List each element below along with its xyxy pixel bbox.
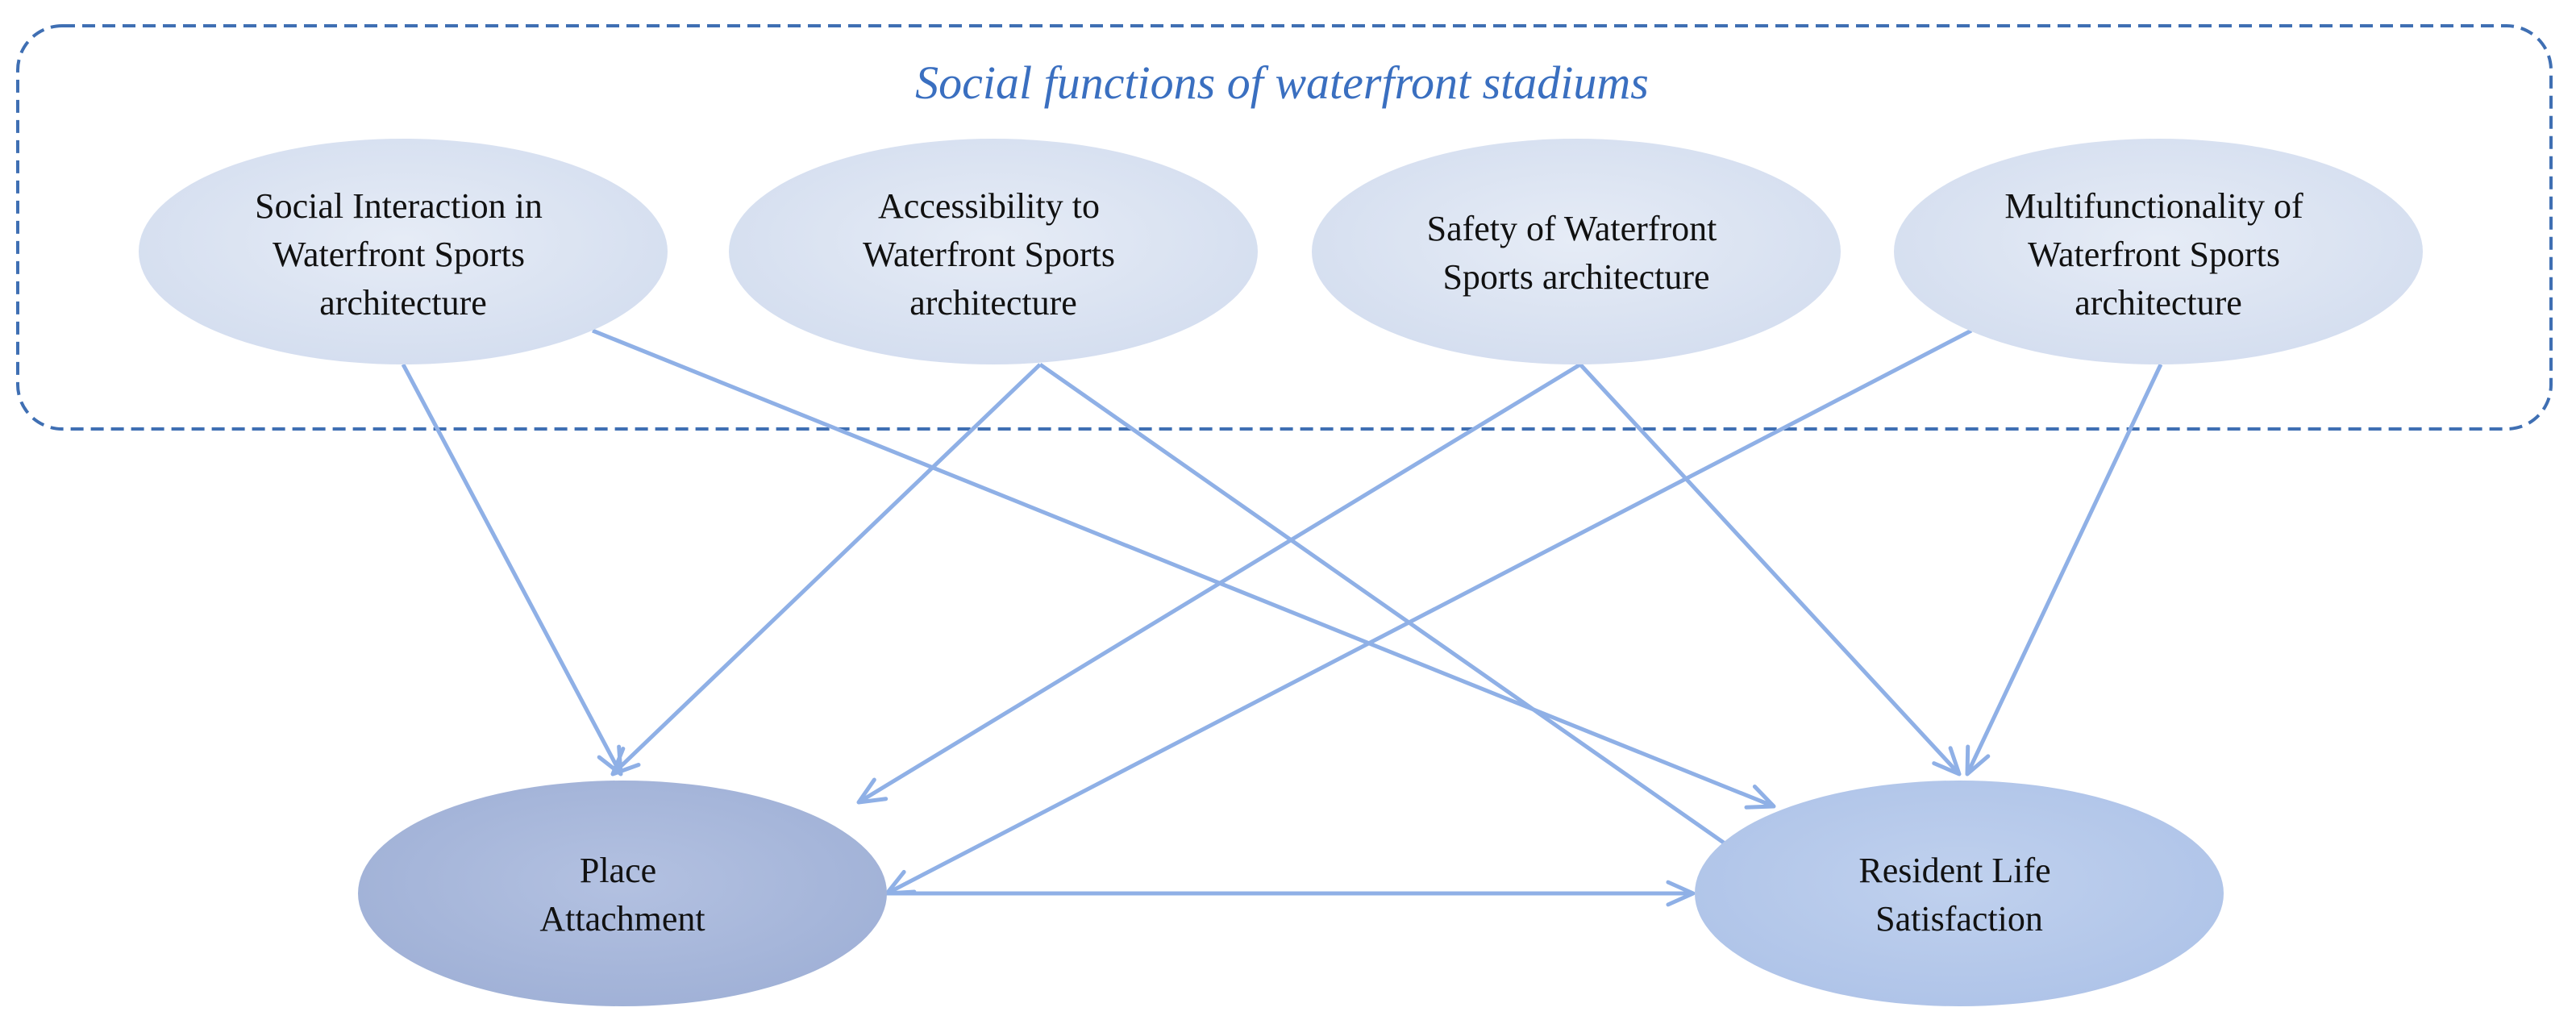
node-place-attachment-line-1: Place xyxy=(580,851,656,890)
node-multifunctionality: Multifunctionality of Waterfront Sports … xyxy=(1894,139,2423,364)
node-resident-life-satisfaction-line-1: Resident Life xyxy=(1858,851,2050,890)
node-accessibility-label: Accessibility to Waterfront Sports archi… xyxy=(863,186,1124,323)
node-resident-life-satisfaction-line-2: Satisfaction xyxy=(1875,899,2043,939)
node-multifunctionality-line-2: Waterfront Sports xyxy=(2028,235,2280,274)
node-social-interaction: Social Interaction in Waterfront Sports … xyxy=(139,139,668,364)
node-multifunctionality-label: Multifunctionality of Waterfront Sports … xyxy=(2004,186,2312,323)
node-place-attachment-line-2: Attachment xyxy=(539,899,705,939)
arrowhead-safety-to-life xyxy=(1932,746,1962,776)
arrowhead-access-to-place xyxy=(610,747,641,776)
node-accessibility-line-2: Waterfront Sports xyxy=(863,235,1115,274)
node-social-interaction-label: Social Interaction in Waterfront Sports … xyxy=(255,186,551,323)
node-safety: Safety of Waterfront Sports architecture xyxy=(1312,139,1841,364)
edge-multi-to-life xyxy=(1965,363,2163,776)
node-accessibility-line-3: architecture xyxy=(909,283,1077,323)
arrowhead-social-to-life xyxy=(1744,785,1776,810)
edge-safety-to-place xyxy=(857,362,1582,805)
node-resident-life-satisfaction-label: Resident Life Satisfaction xyxy=(1858,851,2059,939)
arrowhead-safety-to-place xyxy=(856,777,888,805)
node-multifunctionality-line-3: architecture xyxy=(2075,283,2242,323)
edge-social-to-place xyxy=(401,363,623,776)
edge-social-to-life xyxy=(592,328,1775,809)
edge-safety-to-life xyxy=(1579,363,1961,776)
node-accessibility: Accessibility to Waterfront Sports archi… xyxy=(729,139,1258,364)
node-multifunctionality-line-1: Multifunctionality of xyxy=(2004,186,2303,226)
edges-layer xyxy=(401,328,2163,907)
node-social-interaction-line-1: Social Interaction in xyxy=(255,186,543,226)
node-social-interaction-line-3: architecture xyxy=(319,283,487,323)
node-safety-label: Safety of Waterfront Sports architecture xyxy=(1427,209,1726,297)
edge-access-to-life xyxy=(1038,362,1771,877)
node-social-interaction-line-2: Waterfront Sports xyxy=(273,235,525,274)
node-resident-life-satisfaction: Resident Life Satisfaction xyxy=(1695,781,2224,1006)
node-accessibility-line-1: Accessibility to xyxy=(878,186,1100,226)
node-safety-line-2: Sports architecture xyxy=(1442,257,1709,297)
node-place-attachment: Place Attachment xyxy=(358,781,887,1006)
arrowhead-multi-to-life xyxy=(1965,744,1991,776)
group-title: Social functions of waterfront stadiums xyxy=(915,56,1649,109)
group-box xyxy=(16,24,2553,431)
node-safety-line-1: Safety of Waterfront xyxy=(1427,209,1717,248)
edge-access-to-place xyxy=(611,363,1042,776)
arrowhead-place-to-life xyxy=(1666,880,1696,907)
node-place-attachment-label: Place Attachment xyxy=(539,851,705,939)
edge-multi-to-place xyxy=(885,328,1973,896)
